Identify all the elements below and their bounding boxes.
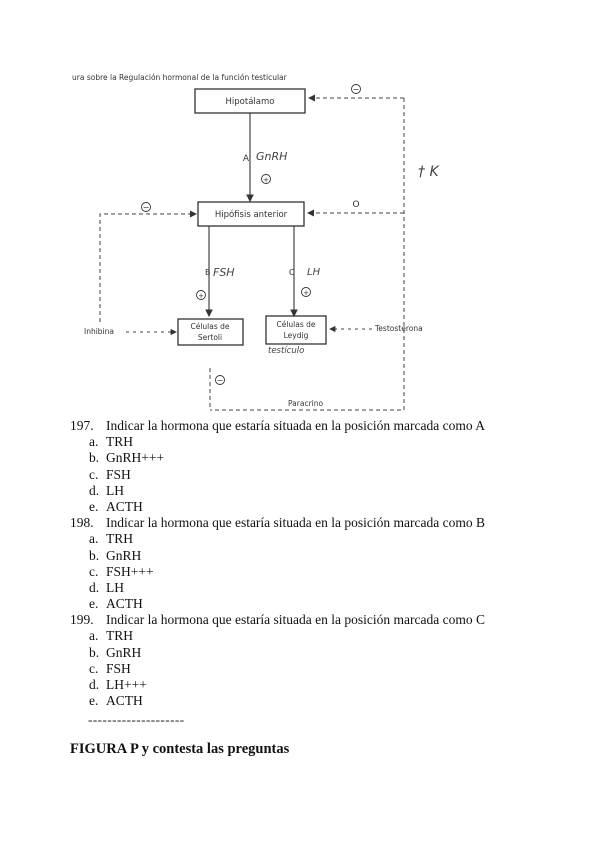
question-text: Indicar la hormona que estaría situada e… xyxy=(106,515,485,531)
option-row: a. TRH xyxy=(70,531,550,547)
option-text: ACTH xyxy=(106,693,143,709)
zero-sign: O xyxy=(352,200,359,210)
option-text: TRH xyxy=(106,628,133,644)
plus-sign-c-text: + xyxy=(303,289,309,297)
minus-sign-top-text: − xyxy=(353,85,360,94)
option-letter: b. xyxy=(89,644,100,660)
option-text: LH+++ xyxy=(106,677,147,692)
plus-sign-b xyxy=(196,290,206,300)
question-197: 197. Indicar la hormona que estaría situ… xyxy=(70,418,550,434)
hypothalamus-label: Hipotálamo xyxy=(226,97,275,107)
handwritten-fsh: FSH xyxy=(213,266,235,279)
question-number: 199. xyxy=(70,612,94,628)
sertoli-label-2: Sertoli xyxy=(198,333,222,342)
option-text: GnRH+++ xyxy=(106,450,165,466)
figure-caption: ura sobre la Regulación hormonal de la f… xyxy=(72,73,288,82)
leydig-label-2: Leydig xyxy=(284,331,309,340)
minus-sign-left xyxy=(141,202,151,212)
plus-sign-a-text: + xyxy=(263,176,269,184)
option-text: LH xyxy=(106,579,124,595)
question-198: 198. Indicar la hormona que estaría situ… xyxy=(70,515,550,531)
option-row: e. ACTH xyxy=(70,499,550,515)
option-text: ACTH xyxy=(106,498,143,514)
option-row: d. LH xyxy=(70,483,550,499)
option-letter: b. xyxy=(89,547,100,563)
leydig-box xyxy=(265,315,327,345)
option-row: a. TRH xyxy=(70,628,550,644)
label-a: A xyxy=(243,154,250,164)
question-text: Indicar la hormona que estaría situada e… xyxy=(106,612,485,628)
option-letter: d. xyxy=(89,677,100,692)
option-text: GnRH xyxy=(106,644,142,660)
option-text: FSH xyxy=(106,660,131,676)
right-feedback-line xyxy=(210,98,405,411)
option-letter: a. xyxy=(89,531,99,547)
option-letter: e. xyxy=(89,693,99,709)
option-letter: c. xyxy=(89,660,99,676)
option-text: LH xyxy=(106,482,124,498)
option-letter: d. xyxy=(89,482,100,498)
option-letter: c. xyxy=(89,563,99,579)
option-row: d. LH xyxy=(70,580,550,596)
option-row: b. GnRH+++ xyxy=(70,450,550,466)
leydig-label-1: Células de xyxy=(276,320,315,329)
option-row: e. ACTH xyxy=(70,693,550,709)
pituitary-box xyxy=(197,201,305,227)
handwritten-side-mark: † K xyxy=(418,164,440,180)
option-letter: c. xyxy=(89,466,99,482)
label-b: B xyxy=(205,268,211,277)
option-letter: b. xyxy=(89,450,100,466)
paracrino-label: Paracrino xyxy=(288,399,324,408)
question-number: 198. xyxy=(70,515,94,531)
sertoli-box xyxy=(177,318,244,346)
minus-sign-top xyxy=(351,84,361,94)
handwritten-testiculo: testículo xyxy=(268,346,304,356)
inhibina-label: Inhibina xyxy=(84,327,114,336)
hormone-regulation-figure: ura sobre la Regulación hormonal de la f… xyxy=(60,68,450,418)
option-letter: a. xyxy=(89,628,99,644)
label-c: C xyxy=(289,268,295,277)
option-text: FSH xyxy=(106,466,131,482)
option-text: FSH+++ xyxy=(106,563,154,579)
option-text: TRH xyxy=(106,434,133,450)
handwritten-gnrh: GnRH xyxy=(256,150,287,163)
option-letter: a. xyxy=(89,434,99,450)
option-row: c. FSH xyxy=(70,467,550,483)
minus-sign-bottom xyxy=(215,375,225,385)
plus-sign-b-text: + xyxy=(198,292,204,300)
handwritten-lh: LH xyxy=(307,267,321,278)
testosterona-label: Testosterona xyxy=(374,324,423,333)
option-letter: e. xyxy=(89,498,99,514)
option-text: GnRH xyxy=(106,547,142,563)
option-row: c. FSH xyxy=(70,661,550,677)
plus-sign-c xyxy=(301,287,311,297)
sertoli-label-1: Células de xyxy=(190,322,229,331)
inhibina-feedback-line xyxy=(99,210,197,322)
minus-sign-bottom-text: − xyxy=(217,376,224,385)
separator-line: -------------------- xyxy=(88,712,185,727)
option-row: c. FSH+++ xyxy=(70,564,550,580)
section-heading: FIGURA P y contesta las preguntas xyxy=(70,741,290,757)
question-list: 197. Indicar la hormona que estaría situ… xyxy=(70,418,550,709)
question-199: 199. Indicar la hormona que estaría situ… xyxy=(70,612,550,628)
question-text: Indicar la hormona que estaría situada e… xyxy=(106,418,485,433)
option-row: a. TRH xyxy=(70,434,550,450)
option-row: d. LH+++ xyxy=(70,677,550,693)
plus-sign-a xyxy=(261,174,271,184)
option-row: b. GnRH xyxy=(70,548,550,564)
minus-sign-left-text: − xyxy=(143,203,150,212)
option-text: TRH xyxy=(106,531,133,547)
option-letter: d. xyxy=(89,579,100,595)
option-text: ACTH xyxy=(106,596,143,612)
pituitary-label: Hipófisis anterior xyxy=(215,209,288,220)
question-number: 197. xyxy=(70,418,94,433)
option-row: b. GnRH xyxy=(70,645,550,661)
option-row: e. ACTH xyxy=(70,596,550,612)
option-letter: e. xyxy=(89,596,99,612)
